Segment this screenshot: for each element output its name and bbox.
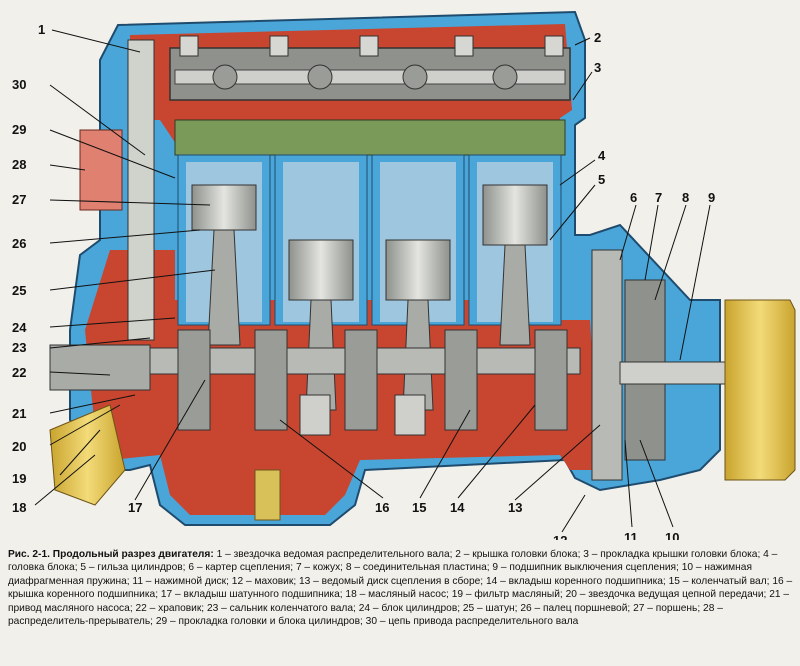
- legend-item: 16 – крышка коренного подшипника;: [8, 575, 793, 601]
- legend-item: 21 – привод масляного насоса;: [8, 589, 790, 614]
- callout-10: 10: [665, 530, 679, 540]
- legend-item: 9 – подшипник выключения сцепления;: [492, 562, 682, 574]
- crankshaft: [139, 329, 581, 436]
- callout-13: 13: [508, 500, 522, 515]
- oil-filter: [49, 404, 126, 506]
- camshaft-lobes: [179, 35, 564, 90]
- callout-28: 28: [12, 157, 26, 172]
- leader-lines: [34, 29, 711, 533]
- legend-item: 29 – прокладка головки и блока цилиндров…: [155, 616, 366, 628]
- callout-numbers: 1 2 3 4 5 6 7 8 9 10 11 12 13 14 15 16 1…: [12, 22, 715, 548]
- figure-caption: Рис. 2-1. Продольный разрез двигателя: 1…: [8, 548, 794, 628]
- oil-drain-plug: [254, 469, 281, 521]
- callout-2: 2: [594, 30, 601, 45]
- legend-item: 18 – масляный насос;: [345, 589, 452, 601]
- callout-8: 8: [682, 190, 689, 205]
- legend-item: 26 – палец поршневой;: [520, 602, 634, 614]
- callout-27: 27: [12, 192, 26, 207]
- callout-14: 14: [450, 500, 465, 515]
- callout-18: 18: [12, 500, 26, 515]
- head-water-jacket: [174, 119, 566, 156]
- callout-3: 3: [594, 60, 601, 75]
- legend-item: 24 – блок цилиндров;: [358, 602, 463, 614]
- legend-item: 4 – головка блока;: [8, 549, 778, 574]
- callout-16: 16: [375, 500, 389, 515]
- legend-item: 2 – крышка головки блока;: [455, 549, 584, 560]
- legend-item: 22 – храповик;: [135, 602, 207, 614]
- callout-29: 29: [12, 122, 26, 137]
- callout-21: 21: [12, 406, 26, 421]
- callout-20: 20: [12, 439, 26, 454]
- legend-item: 11 – нажимной диск;: [132, 575, 232, 587]
- gearbox-input-shaft: [724, 299, 796, 481]
- pistons: [191, 184, 548, 301]
- legend-list: 1 – звездочка ведомая распределительного…: [8, 549, 792, 627]
- legend-item: 1 – звездочка ведомая распределительного…: [216, 549, 456, 560]
- callout-19: 19: [12, 471, 26, 486]
- callout-1: 1: [38, 22, 45, 37]
- callout-23: 23: [12, 340, 26, 355]
- legend-item: 27 – поршень;: [633, 602, 704, 614]
- callout-25: 25: [12, 283, 26, 298]
- callout-24: 24: [12, 320, 27, 335]
- legend-item: 20 – звездочка ведущая цепной передачи;: [565, 589, 770, 601]
- callout-7: 7: [655, 190, 662, 205]
- legend-item: 19 – фильтр масляный;: [451, 589, 566, 601]
- legend-item: 7 – кожух;: [295, 562, 346, 574]
- figure-label: Рис. 2-1. Продольный разрез двигателя:: [8, 549, 214, 560]
- legend-item: 12 – маховик;: [231, 575, 299, 587]
- timing-chain-housing: [127, 39, 155, 341]
- legend-item: 6 – картер сцепления;: [188, 562, 296, 574]
- legend-item: 23 – сальник коленчатого вала;: [206, 602, 359, 614]
- legend-item: 15 – коленчатый вал;: [668, 575, 773, 587]
- legend-item: 3 – прокладка крышки головки блока;: [583, 549, 764, 560]
- front-pulley: [49, 344, 151, 391]
- callout-11: 11: [624, 530, 638, 540]
- legend-item: 8 – соединительная пластина;: [345, 562, 493, 574]
- legend-item: 28 – распределитель-прерыватель;: [8, 602, 723, 628]
- callout-6: 6: [630, 190, 637, 205]
- callout-5: 5: [598, 172, 605, 187]
- legend-item: 13 – ведомый диск сцепления в сборе;: [298, 575, 486, 587]
- callout-4: 4: [598, 148, 606, 163]
- legend-item: 10 – нажимная диафрагменная пружина;: [8, 562, 752, 587]
- legend-item: 14 – вкладыш коренного подшипника;: [485, 575, 669, 587]
- legend-item: 30 – цепь привода распределительного вал…: [365, 616, 579, 628]
- callout-22: 22: [12, 365, 26, 380]
- callout-17: 17: [128, 500, 142, 515]
- legend-item: 25 – шатун;: [462, 602, 521, 614]
- legend-item: 17 – вкладыш шатунного подшипника;: [160, 589, 346, 601]
- callout-12: 12: [553, 533, 567, 540]
- callout-30: 30: [12, 77, 26, 92]
- callout-9: 9: [708, 190, 715, 205]
- distributor: [79, 129, 123, 211]
- callout-26: 26: [12, 236, 26, 251]
- flywheel-clutch: [591, 249, 731, 481]
- legend-item: 5 – гильза цилиндров;: [80, 562, 189, 574]
- callout-15: 15: [412, 500, 426, 515]
